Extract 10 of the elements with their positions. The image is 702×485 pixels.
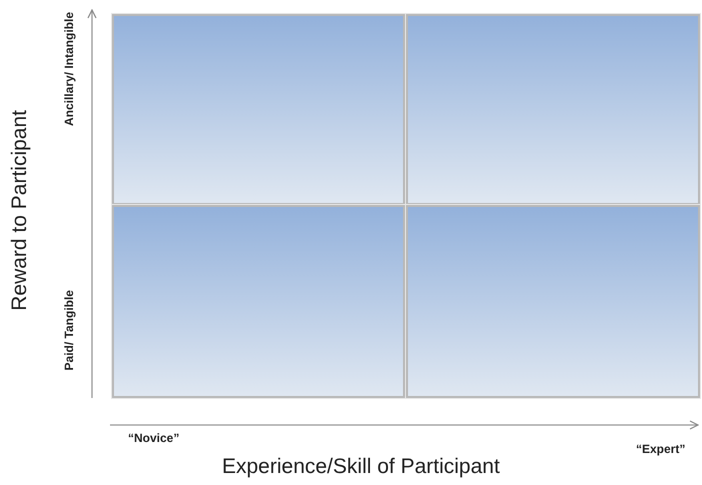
axis-title: Reward to Participant [8, 110, 32, 311]
axis-label: “Novice” [128, 431, 180, 445]
quadrant-box [406, 14, 700, 205]
axis-label: “Expert” [636, 442, 686, 456]
axis-title: Experience/Skill of Participant [222, 455, 500, 479]
quadrant-box [112, 205, 405, 398]
axis-label: Ancillary/ Intangible [62, 12, 76, 126]
axis-label: Paid/ Tangible [62, 290, 76, 370]
quadrant-box [406, 205, 700, 398]
quadrant-box [112, 14, 405, 205]
